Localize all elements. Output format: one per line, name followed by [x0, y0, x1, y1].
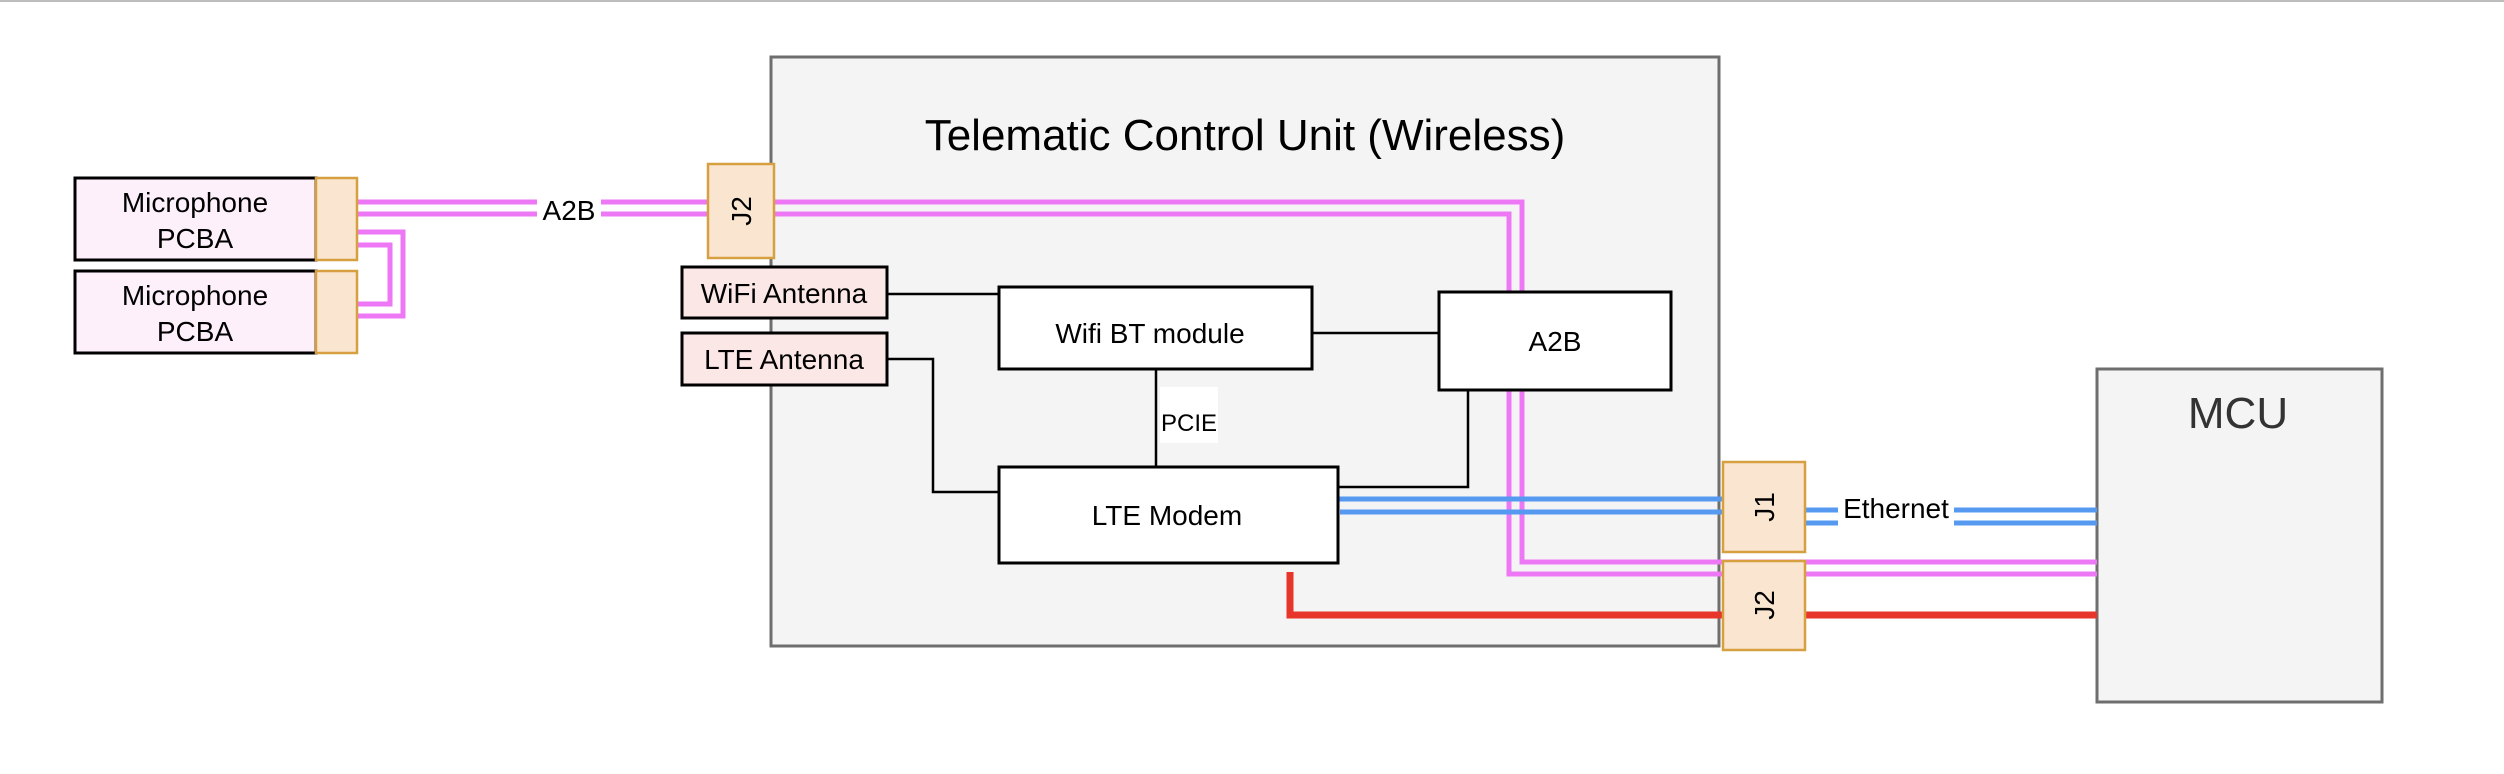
tcu-connector-j1[interactable]: J1 — [1721, 460, 1807, 554]
a2b-module-label: A2B — [1529, 326, 1582, 357]
lte-modem-label: LTE Modem — [1092, 500, 1242, 531]
a2b-module-body[interactable] — [1437, 290, 1673, 392]
microphone-pcba-2-label-line1: Microphone — [122, 280, 268, 311]
tcu-connector-j1-label: J1 — [1749, 492, 1780, 522]
tcu-connector-j2-output-body[interactable] — [1721, 559, 1807, 652]
a2b-module[interactable]: A2B — [1437, 290, 1673, 392]
pcie-label: PCIE — [1161, 410, 1217, 437]
a2b-bus-label-bg — [537, 196, 601, 226]
lte-antenna[interactable]: LTE Antenna — [680, 331, 889, 387]
microphone-pcba-1-body[interactable] — [73, 176, 318, 262]
tcu-connector-j1-body[interactable] — [1721, 460, 1807, 554]
top-border — [0, 0, 2504, 2]
wifi-antenna-label: WiFi Antenna — [701, 278, 868, 309]
mcu-label: MCU — [2188, 389, 2288, 438]
microphone-pcba-2-connector[interactable] — [314, 269, 359, 355]
power-line — [1286, 572, 2097, 619]
microphone-pcba-2-body[interactable] — [73, 269, 318, 355]
ethernet-label-bg — [1838, 494, 1954, 526]
tcu-connector-j2-input[interactable]: J2 — [706, 162, 776, 260]
microphone-pcba-1-label-line2: PCBA — [157, 223, 234, 254]
a2b-to-modem-line — [1338, 390, 1470, 489]
lte-modem[interactable]: LTE Modem — [997, 465, 1340, 565]
tcu-connector-j2-output-label: J2 — [1749, 590, 1780, 620]
tcu-connector-j2-input-label: J2 — [726, 196, 757, 226]
mcu-block[interactable] — [2095, 367, 2384, 704]
lte-modem-body[interactable] — [997, 465, 1340, 565]
tcu-connector-j2-output[interactable]: J2 — [1721, 559, 1807, 652]
microphone-pcba-1-label-line1: Microphone — [122, 187, 268, 218]
wifi-antenna-body[interactable] — [680, 265, 889, 320]
microphone-pcba-1[interactable]: Microphone PCBA — [73, 176, 359, 262]
wifi-bt-module-label: Wifi BT module — [1055, 318, 1244, 349]
lte-antenna-label: LTE Antenna — [704, 344, 864, 375]
mic-loop-inner — [357, 242, 393, 307]
microphone-pcba-2[interactable]: Microphone PCBA — [73, 269, 359, 355]
microphone-pcba-1-connector[interactable] — [314, 176, 359, 262]
wifi-bt-module[interactable]: Wifi BT module — [997, 285, 1314, 371]
lte-antenna-body[interactable] — [680, 331, 889, 387]
tcu-connector-j2-input-body[interactable] — [706, 162, 776, 260]
lte-antenna-to-modem-line — [887, 357, 999, 494]
tcu-title: Telematic Control Unit (Wireless) — [925, 111, 1566, 160]
pcie-label-bg — [1160, 387, 1218, 443]
wifi-bt-module-body[interactable] — [997, 285, 1314, 371]
ethernet-label: Ethernet — [1843, 493, 1949, 524]
mic-loop-outer — [357, 229, 406, 319]
a2b-bus-label: A2B — [543, 195, 596, 226]
wifi-antenna[interactable]: WiFi Antenna — [680, 265, 889, 320]
internal-links — [887, 292, 1470, 494]
microphone-pcba-2-label-line2: PCBA — [157, 316, 234, 347]
